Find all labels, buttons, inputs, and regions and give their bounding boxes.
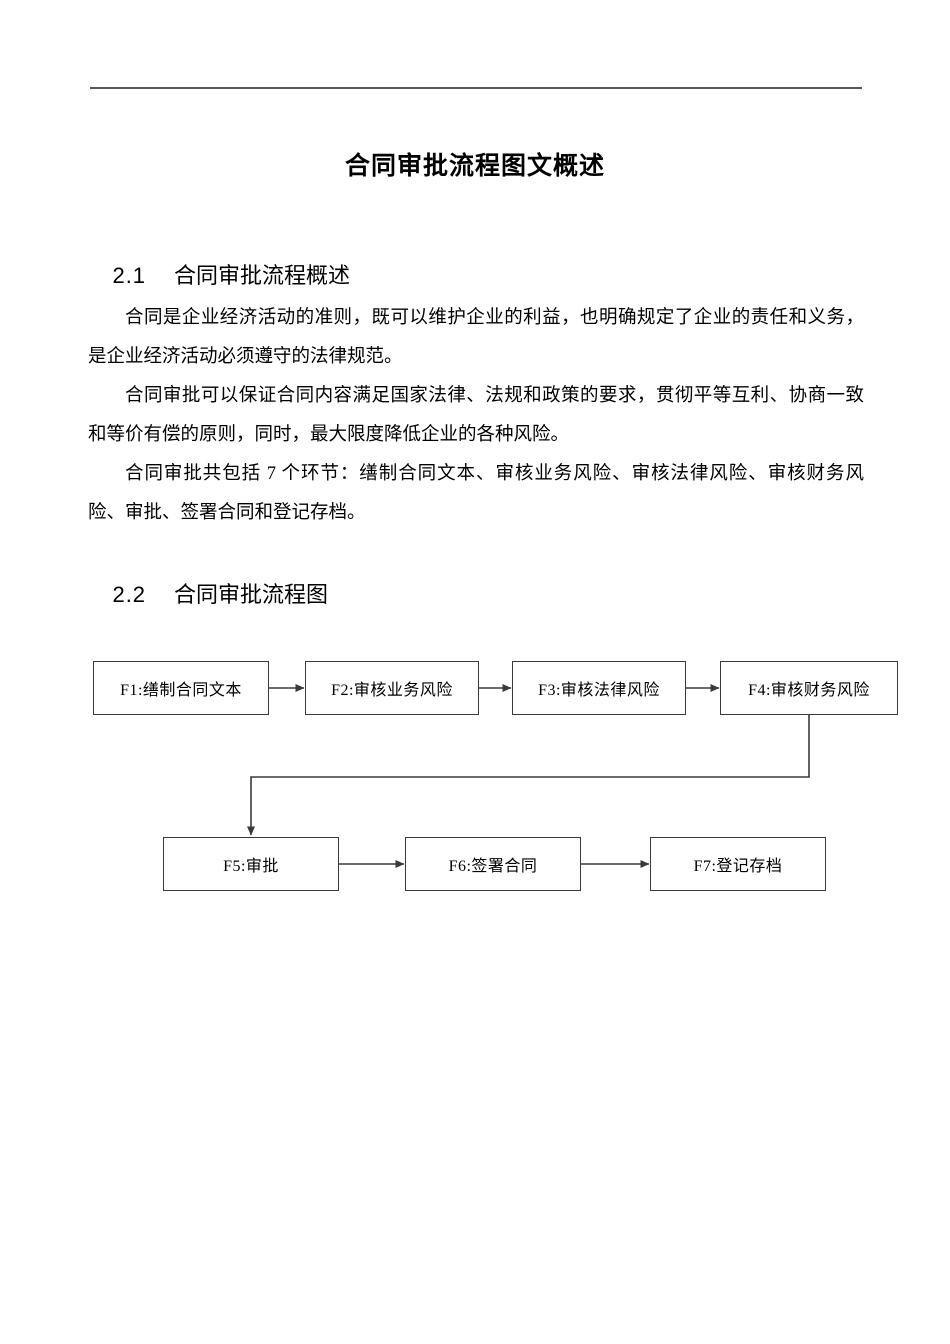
flow-node-f2[interactable]: F2:审核业务风险: [305, 661, 479, 715]
paragraph-block-3: 合同审批共包括 7 个环节：缮制合同文本、审核业务风险、审核法律风险、审核财务风…: [88, 455, 864, 533]
section-title-2-2: 合同审批流程图: [174, 582, 329, 607]
flow-node-f5[interactable]: F5:审批: [163, 837, 339, 891]
section-title-2-1: 合同审批流程概述: [174, 263, 351, 288]
flow-node-f7[interactable]: F7:登记存档: [650, 837, 826, 891]
section-number-2-1: 2.1: [112, 263, 147, 288]
flow-node-f1[interactable]: F1:缮制合同文本: [93, 661, 269, 715]
flow-node-f3[interactable]: F3:审核法律风险: [512, 661, 686, 715]
header-divider-rule: [90, 87, 862, 89]
flowchart-connectors: [247, 684, 810, 868]
section-number-2-2: 2.2: [112, 582, 147, 607]
paragraph-3: 合同审批共包括 7 个环节：缮制合同文本、审核业务风险、审核法律风险、审核财务风…: [88, 464, 864, 523]
paragraph-2: 合同审批可以保证合同内容满足国家法律、法规和政策的要求，贯彻平等互利、协商一致和…: [88, 386, 864, 445]
paragraph-1: 合同是企业经济活动的准则，既可以维护企业的利益，也明确规定了企业的责任和义务，是…: [88, 308, 864, 367]
section-heading-2-1: 2.1 合同审批流程概述: [88, 232, 350, 316]
contract-approval-flowchart: F1:缮制合同文本 F2:审核业务风险 F3:审核法律风险 F4:审核财务风险 …: [0, 630, 950, 930]
paragraph-block-1: 合同是企业经济活动的准则，既可以维护企业的利益，也明确规定了企业的责任和义务，是…: [88, 299, 864, 377]
edge-f4-f5: [247, 715, 810, 836]
flow-node-f6[interactable]: F6:签署合同: [405, 837, 581, 891]
section-heading-2-2: 2.2 合同审批流程图: [88, 551, 328, 635]
page-title: 合同审批流程图文概述: [344, 152, 605, 180]
paragraph-block-2: 合同审批可以保证合同内容满足国家法律、法规和政策的要求，贯彻平等互利、协商一致和…: [88, 377, 864, 455]
flow-node-f4[interactable]: F4:审核财务风险: [720, 661, 898, 715]
